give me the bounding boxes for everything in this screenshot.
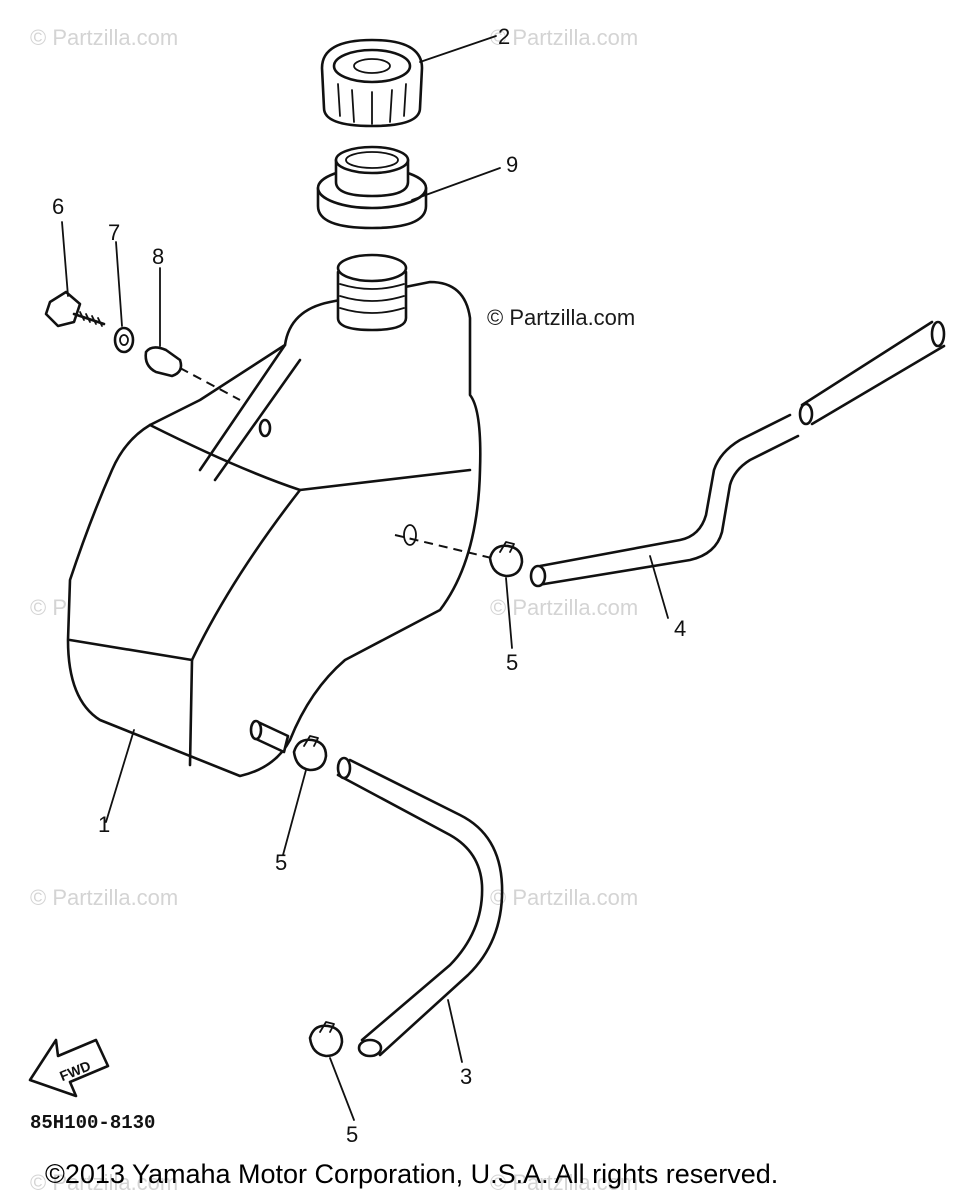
watermark-prominent: © Partzilla.com xyxy=(487,305,635,330)
callout-2: 2 xyxy=(498,24,510,49)
part-hose-clip xyxy=(292,735,328,772)
callout-5: 5 xyxy=(346,1122,358,1147)
watermark-text: © Partzilla.com xyxy=(30,1170,178,1195)
part-hose-clip xyxy=(488,541,524,578)
part-cap-gasket xyxy=(316,145,428,230)
part-grommet xyxy=(144,346,241,401)
part-fuel-tank xyxy=(66,253,501,778)
part-breather-hose xyxy=(529,320,946,588)
callout-7: 7 xyxy=(108,220,120,245)
callout-3: 3 xyxy=(460,1064,472,1089)
callout-9: 9 xyxy=(506,152,518,177)
callout-8: 8 xyxy=(152,244,164,269)
copyright-text: ©2013 Yamaha Motor Corporation, U.S.A. A… xyxy=(45,1159,778,1189)
leader-lines xyxy=(61,35,669,1121)
part-bolt xyxy=(44,290,106,328)
callout-5: 5 xyxy=(275,850,287,875)
watermark-text: © Partzilla.com xyxy=(490,25,638,50)
diagram-code: 85H100-8130 xyxy=(30,1112,155,1134)
watermark-text: © Partzilla.com xyxy=(490,1170,638,1195)
watermark-layer: © Partzilla.com © Partzilla.com © Partzi… xyxy=(30,25,638,1195)
watermark-text: © Partzilla.com xyxy=(490,595,638,620)
watermark-text: © Partzilla.com xyxy=(30,25,178,50)
part-hose-clip xyxy=(308,1021,344,1058)
part-fuel-hose xyxy=(336,756,504,1058)
callout-6: 6 xyxy=(52,194,64,219)
fwd-arrow-icon: FWD xyxy=(28,1038,110,1098)
watermark-text: © Partzilla.com xyxy=(490,885,638,910)
part-washer-hole xyxy=(119,334,129,346)
part-washer xyxy=(113,326,135,354)
callout-1: 1 xyxy=(98,812,110,837)
callout-5: 5 xyxy=(506,650,518,675)
callout-4: 4 xyxy=(674,616,686,641)
part-fuel-cap xyxy=(320,38,424,128)
watermark-text: © Partzilla.com xyxy=(30,885,178,910)
